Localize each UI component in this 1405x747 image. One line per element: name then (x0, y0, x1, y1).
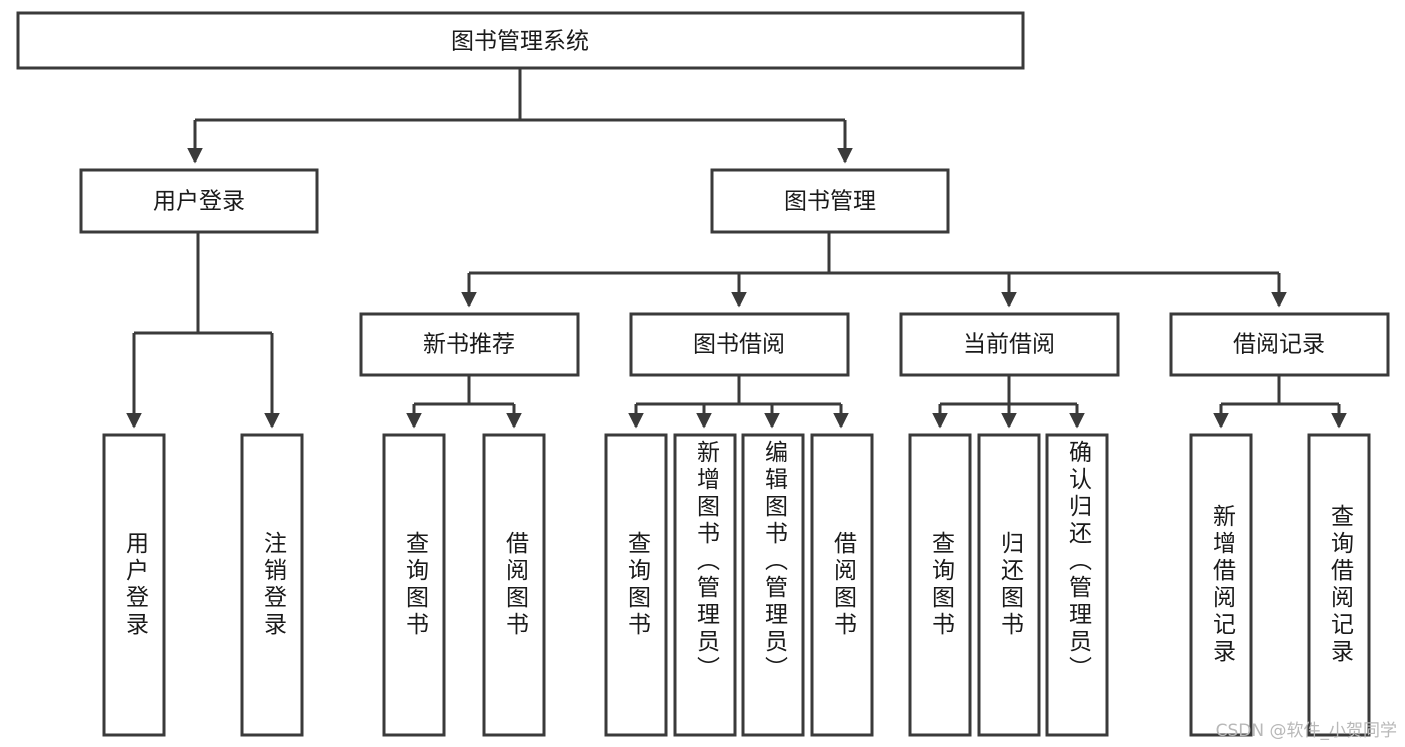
connector-currentborrow-to-leaves (932, 375, 1085, 429)
leaf-borrow-book-2-box[interactable] (810, 433, 874, 737)
connector-newbookrec-to-leaves (406, 375, 522, 429)
node-new-book-rec[interactable]: 新书推荐 (359, 312, 580, 377)
leaf-query-book-2-box[interactable] (604, 433, 668, 737)
leaf-user-login-box[interactable] (102, 433, 166, 737)
connector-root-to-level2 (187, 68, 853, 164)
node-new-book-rec-label: 新书推荐 (423, 332, 515, 358)
leaf-query-book-1-box[interactable] (382, 433, 446, 737)
leaf-query-book-3-box[interactable] (908, 433, 972, 737)
node-book-borrow-label: 图书借阅 (693, 332, 785, 358)
connector-borrowrecord-to-leaves (1213, 375, 1347, 429)
node-book-manage[interactable]: 图书管理 (710, 168, 950, 234)
connector-bookmanage-to-level3 (461, 232, 1287, 308)
node-root-label: 图书管理系统 (451, 29, 589, 55)
leaf-borrow-book-1-box[interactable] (482, 433, 546, 737)
node-borrow-record[interactable]: 借阅记录 (1169, 312, 1390, 377)
node-borrow-record-label: 借阅记录 (1233, 332, 1325, 358)
leaf-add-record-box[interactable] (1189, 433, 1253, 737)
node-current-borrow[interactable]: 当前借阅 (899, 312, 1120, 377)
node-root[interactable]: 图书管理系统 (16, 11, 1025, 70)
node-user-login-label: 用户登录 (153, 189, 245, 215)
node-user-login[interactable]: 用户登录 (79, 168, 319, 234)
connector-bookborrow-to-leaves (628, 375, 849, 429)
node-current-borrow-label: 当前借阅 (963, 332, 1055, 358)
node-book-borrow[interactable]: 图书借阅 (629, 312, 850, 377)
node-book-manage-label: 图书管理 (784, 189, 876, 215)
connector-userlogin-to-leaves (126, 232, 280, 429)
leaf-edit-book-box[interactable] (741, 433, 805, 737)
leaf-add-book-box[interactable] (673, 433, 737, 737)
leaf-query-record-box[interactable] (1307, 433, 1371, 737)
csdn-watermark: CSDN @软件_小贺同学 (1215, 721, 1397, 741)
leaf-logout-box[interactable] (240, 433, 304, 737)
leaf-return-book-box[interactable] (977, 433, 1041, 737)
leaf-confirm-return-box[interactable] (1045, 433, 1109, 737)
